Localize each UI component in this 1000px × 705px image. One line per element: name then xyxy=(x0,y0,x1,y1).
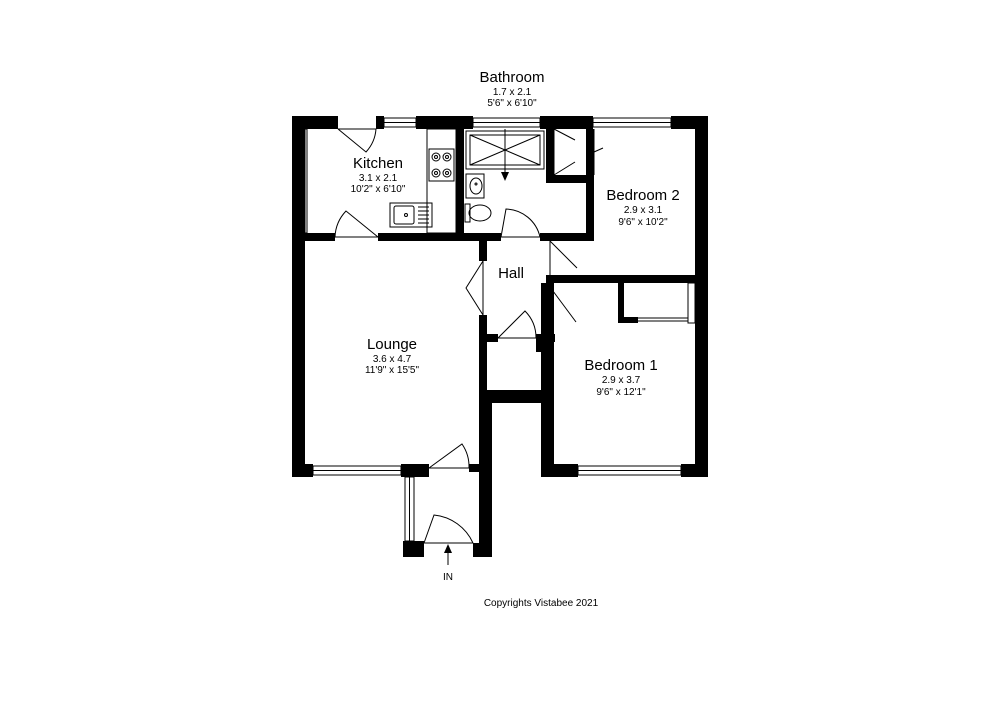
bedroom1-metric: 2.9 x 3.7 xyxy=(602,375,641,386)
kitchen-metric: 3.1 x 2.1 xyxy=(359,173,398,184)
bedroom2-imperial: 9'6" x 10'2" xyxy=(618,217,668,228)
bedroom2-metric: 2.9 x 3.1 xyxy=(624,205,663,216)
bathroom-metric: 1.7 x 2.1 xyxy=(493,87,532,98)
bedroom2-name: Bedroom 2 xyxy=(606,187,679,204)
kitchen-name: Kitchen xyxy=(353,155,403,172)
bathroom-imperial: 5'6" x 6'10" xyxy=(487,98,537,109)
doors xyxy=(334,128,696,544)
lounge-metric: 3.6 x 4.7 xyxy=(373,354,412,365)
bedroom1-imperial: 9'6" x 12'1" xyxy=(596,387,646,398)
hob-icon xyxy=(428,148,455,182)
shower-tray-icon xyxy=(465,129,545,181)
entrance-label: IN xyxy=(443,572,453,583)
windows xyxy=(312,117,682,542)
lounge-imperial: 11'9" x 15'5" xyxy=(365,365,420,376)
fixtures xyxy=(304,128,545,565)
kitchen-imperial: 10'2" x 6'10" xyxy=(351,184,406,195)
hall-name: Hall xyxy=(498,265,524,282)
bathroom-name: Bathroom xyxy=(479,69,544,86)
bedroom1-name: Bedroom 1 xyxy=(584,357,657,374)
washbasin-icon xyxy=(465,173,485,199)
toilet-icon xyxy=(464,203,492,223)
entrance-arrow-icon xyxy=(444,544,452,565)
copyright-text: Copyrights Vistabee 2021 xyxy=(484,598,599,609)
room-labels: Bathroom 1.7 x 2.1 5'6" x 6'10" Kitchen … xyxy=(351,69,680,609)
lounge-name: Lounge xyxy=(367,336,417,353)
kitchen-sink-icon xyxy=(389,202,433,228)
